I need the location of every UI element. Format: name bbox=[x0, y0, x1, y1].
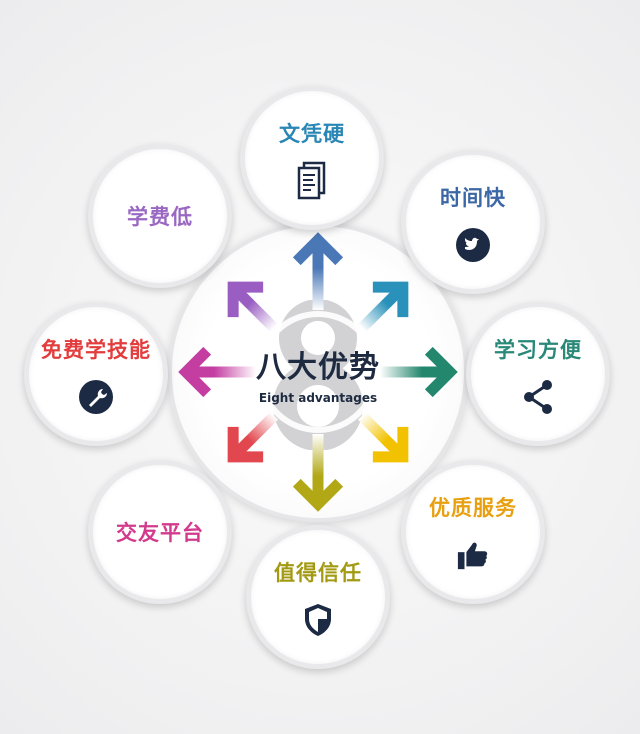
advantage-social-platform: 交友平台 bbox=[88, 460, 232, 604]
advantage-convenient-study: 学习方便 bbox=[466, 302, 610, 446]
twitter-bird-icon bbox=[456, 228, 490, 262]
wrench-icon bbox=[79, 380, 113, 414]
arrow-diploma bbox=[292, 232, 344, 310]
arrow-low-tuition bbox=[227, 281, 279, 333]
share-icon bbox=[521, 380, 555, 414]
advantage-low-tuition: 学费低 bbox=[88, 144, 232, 288]
advantage-diploma: 文凭硬 bbox=[240, 86, 384, 230]
inner-ring bbox=[257, 311, 379, 433]
shield-icon bbox=[301, 603, 335, 637]
arrow-convenient-study bbox=[380, 346, 458, 398]
advantage-quality-service: 优质服务 bbox=[401, 460, 545, 604]
arrow-free-skills bbox=[178, 346, 256, 398]
advantage-fast-time: 时间快 bbox=[401, 150, 545, 294]
document-icon bbox=[295, 161, 329, 200]
arrow-fast-time bbox=[357, 281, 409, 333]
arrow-trustworthy bbox=[292, 434, 344, 512]
advantage-label: 学费低 bbox=[127, 205, 193, 229]
arrows bbox=[178, 232, 458, 512]
advantage-label: 交友平台 bbox=[116, 521, 204, 545]
advantage-trustworthy: 值得信任 bbox=[246, 525, 390, 669]
advantage-label: 优质服务 bbox=[429, 496, 517, 520]
arrow-social-platform bbox=[227, 411, 279, 463]
advantage-label: 值得信任 bbox=[274, 561, 362, 585]
advantage-label: 时间快 bbox=[440, 186, 506, 210]
advantage-label: 文凭硬 bbox=[279, 122, 345, 146]
thumbs-up-icon bbox=[456, 538, 490, 572]
advantage-label: 免费学技能 bbox=[41, 338, 151, 362]
advantage-label: 学习方便 bbox=[494, 338, 582, 362]
advantage-free-skills: 免费学技能 bbox=[24, 302, 168, 446]
center-subtitle: Eight advantages bbox=[258, 391, 378, 405]
center-title: 八大优势 bbox=[256, 350, 380, 385]
arrow-quality-service bbox=[357, 411, 409, 463]
